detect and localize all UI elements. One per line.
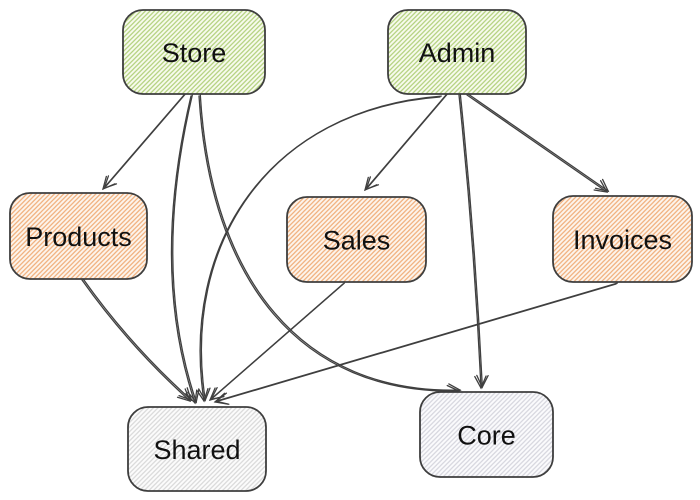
arrowhead-admin-sales [365,176,380,191]
arrowhead-admin-core [474,375,487,390]
node-box-products [9,192,148,280]
node-invoices: Invoices [552,195,693,283]
arrowhead-admin-shared [198,387,211,402]
edge-admin-invoices [466,93,610,193]
edges-layer [81,93,618,405]
node-box-shared [127,406,267,492]
node-box-admin [387,9,527,95]
node-label-admin: Admin [419,38,496,68]
node-shared: Shared [127,406,267,492]
node-box-sales [286,196,427,283]
arrowhead-store-products [103,175,118,190]
node-core: Core [419,391,554,478]
node-label-core: Core [457,421,516,451]
arrowhead-admin-core [476,374,489,389]
arrowhead-admin-invoices [594,178,610,193]
edge-admin-shared [196,95,442,403]
edge-invoices-shared [213,282,618,405]
edge-store-shared [170,94,200,405]
arrowhead-admin-invoices [593,180,609,193]
node-admin: Admin [387,9,527,95]
node-sales: Sales [286,196,427,283]
arrowhead-products-shared [178,387,193,402]
node-label-shared: Shared [153,435,240,465]
arrowhead-products-shared [176,388,192,403]
arrowhead-admin-shared [196,387,209,403]
arrowhead-store-shared [187,388,200,404]
edge-store-products [102,93,186,191]
edge-sales-shared [208,282,345,401]
node-label-invoices: Invoices [573,225,672,255]
edge-products-shared [81,278,193,403]
node-box-store [122,9,266,95]
node-box-invoices [552,195,693,283]
node-store: Store [122,9,266,95]
node-label-sales: Sales [323,226,391,256]
node-products: Products [9,192,148,280]
node-box-core [419,391,554,478]
arrowhead-invoices-shared [214,392,230,405]
edge-admin-core [458,93,489,390]
node-label-store: Store [162,38,227,68]
node-label-products: Products [25,222,132,252]
edge-admin-sales [364,93,448,192]
